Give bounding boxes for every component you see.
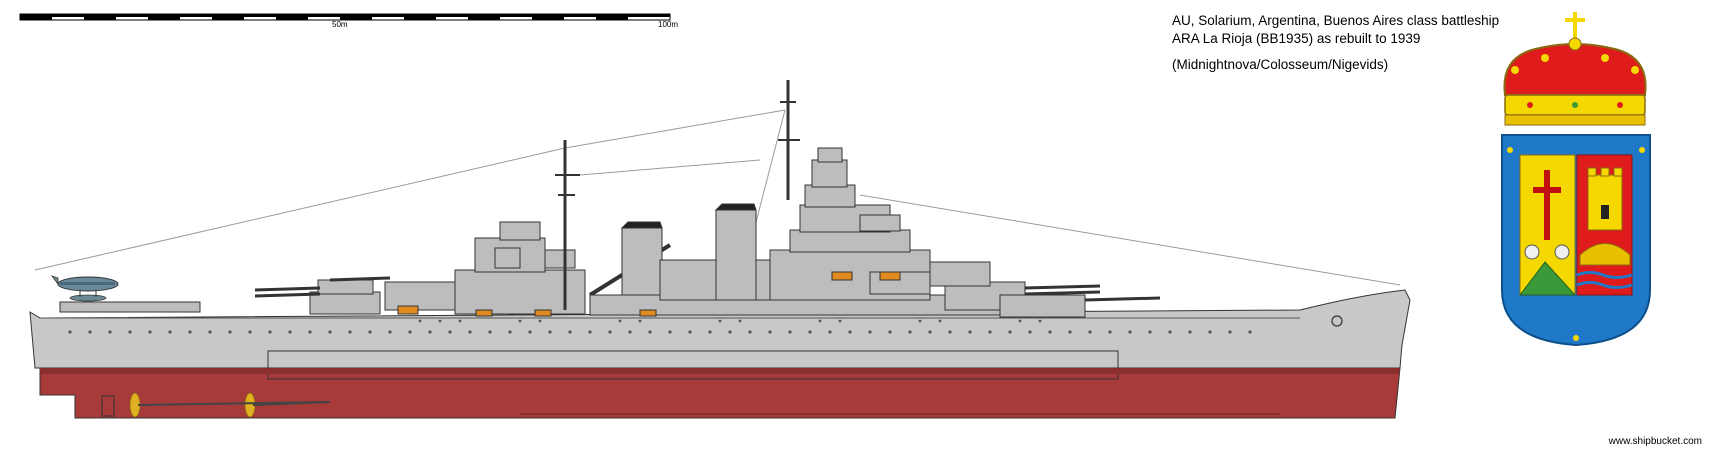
- rigging-lines: [34, 109, 1401, 286]
- caption-line-1: AU, Solarium, Argentina, Buenos Aires cl…: [1172, 13, 1500, 28]
- ship-hull: [29, 289, 1411, 419]
- scale-end-label: 100m: [658, 20, 679, 29]
- scout-seaplane-icon: [50, 275, 119, 302]
- caption-block: AU, Solarium, Argentina, Buenos Aires cl…: [1172, 12, 1499, 74]
- caption-line-2: ARA La Rioja (BB1935) as rebuilt to 1939: [1172, 31, 1421, 46]
- scale-bar: [19, 13, 671, 21]
- superstructure: [59, 80, 1161, 318]
- royal-crown-icon: [1503, 12, 1647, 126]
- scale-mid-label: 50m: [332, 20, 348, 29]
- coat-of-arms-la-rioja: [1501, 12, 1651, 347]
- caption-credits: (Midnightnova/Colosseum/Nigevids): [1172, 57, 1389, 72]
- website-credit: www.shipbucket.com: [1608, 436, 1702, 447]
